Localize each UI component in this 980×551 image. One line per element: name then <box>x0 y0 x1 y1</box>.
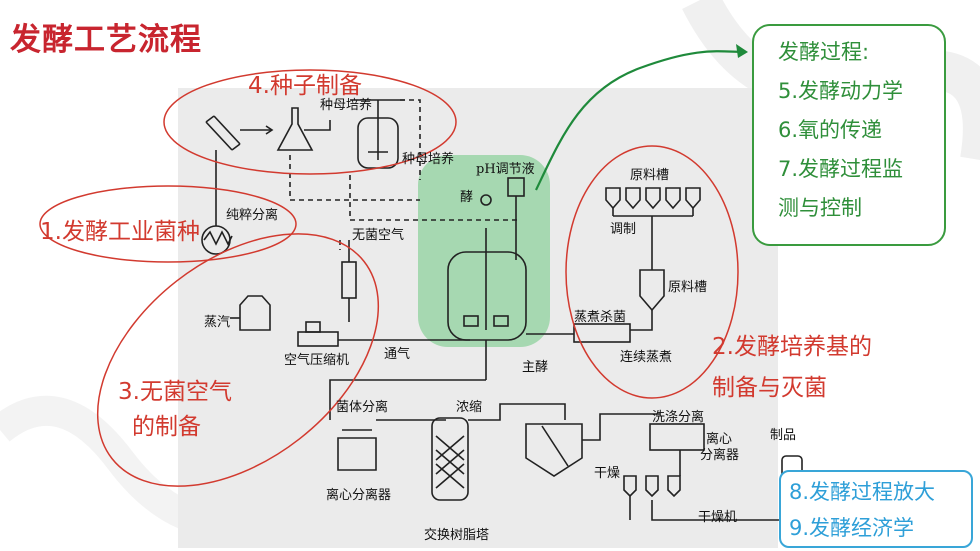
label-centrifuge2-line1: 离心 <box>706 432 733 447</box>
air-compressor-top <box>305 321 321 333</box>
section-2-ellipse <box>565 145 739 399</box>
process-item: 5.发酵动力学 <box>778 79 904 103</box>
section-1-ellipse <box>39 185 297 263</box>
label-pure-isolation: 纯粹分离 <box>226 208 279 223</box>
label-raw-tank-top: 原料槽 <box>630 168 670 183</box>
process-item: 6.氧的传递 <box>778 118 883 142</box>
section-3-label-line2: 的制备 <box>132 414 201 440</box>
label-steam-sterilize: 蒸煮杀菌 <box>574 310 627 325</box>
process-item: 测与控制 <box>778 196 862 220</box>
pipe <box>329 379 486 420</box>
label-dryer: 干燥机 <box>698 510 738 525</box>
fermenter-highlight <box>418 155 550 347</box>
raw-tank <box>605 187 621 210</box>
resin-fill <box>435 435 465 489</box>
impeller <box>463 315 479 327</box>
label-concentrate: 浓缩 <box>456 400 483 415</box>
label-centrifuge2-line2: 分离器 <box>700 448 740 463</box>
air-line <box>349 175 520 221</box>
label-sterile-air: 无菌空气 <box>352 228 405 243</box>
label-product: 制品 <box>770 428 797 443</box>
label-continuous-cook: 连续蒸煮 <box>620 350 673 365</box>
air-line <box>400 99 421 180</box>
section-2-label-line1: 2.发酵培养基的 <box>712 334 872 360</box>
culture-tube <box>205 115 241 151</box>
arrow <box>265 125 274 135</box>
process-arrow <box>535 50 747 191</box>
main-fermenter <box>447 251 527 341</box>
pipe <box>630 310 653 331</box>
crystallizer <box>525 423 583 477</box>
scale-item: 8.发酵过程放大 <box>789 480 936 504</box>
label-steam: 蒸汽 <box>204 315 231 330</box>
dryer <box>667 475 681 498</box>
scale-item: 9.发酵经济学 <box>789 516 915 540</box>
label-ion-exchange: 交换树脂塔 <box>424 528 490 543</box>
section-3-label-line1: 3.无菌空气 <box>118 379 232 405</box>
label-raw-tank: 原料槽 <box>668 280 708 295</box>
raw-tank <box>665 187 681 210</box>
label-enzyme: 酵 <box>460 190 474 205</box>
section-3-ellipse <box>96 233 380 487</box>
fermentation-process-box: 发酵过程: 5.发酵动力学 6.氧的传递 7.发酵过程监 测与控制 <box>752 24 946 246</box>
label-seed-culture: 种母培养 <box>402 152 455 167</box>
raw-tank <box>685 187 701 210</box>
raw-material-tank <box>639 269 665 312</box>
process-arrow-head <box>736 44 748 58</box>
steam-boiler <box>239 295 271 331</box>
label-drying: 干燥 <box>594 466 621 481</box>
air-line <box>289 155 420 201</box>
scale-economics-box: 8.发酵过程放大 9.发酵经济学 <box>779 470 973 548</box>
label-mixing: 调制 <box>610 222 637 237</box>
stirrer <box>541 425 569 467</box>
heater-coil <box>203 230 233 246</box>
label-centrifuge: 离心分离器 <box>326 488 392 503</box>
label-air-compressor: 空气压缩机 <box>284 353 350 368</box>
pipe <box>468 403 566 421</box>
ion-exchange-tower <box>431 417 469 501</box>
section-4-ellipse <box>163 69 457 175</box>
label-main-fermentation: 主酵 <box>522 360 549 375</box>
pipe <box>651 500 780 521</box>
centrifuge <box>337 437 377 471</box>
label-aeration: 通气 <box>384 347 411 362</box>
sterilizer <box>573 323 631 343</box>
pipe <box>304 120 331 131</box>
page-title: 发酵工艺流程 <box>10 22 202 58</box>
dryer <box>645 475 659 498</box>
raw-tank <box>625 187 641 210</box>
label-wash-separate: 洗涤分离 <box>652 410 705 425</box>
seed-flask <box>276 107 314 151</box>
raw-tank <box>645 187 661 210</box>
label-ph-liquid: pH调节液 <box>476 162 535 177</box>
section-2-label-line2: 制备与灭菌 <box>712 375 827 401</box>
label-seed-culture-top: 种母培养 <box>320 98 373 113</box>
section-1-label: 1.发酵工业菌种 <box>40 219 200 245</box>
dryer <box>623 475 637 498</box>
gauge <box>480 194 492 206</box>
wash-centrifuge <box>649 423 705 451</box>
section-4-label: 4.种子制备 <box>248 73 362 99</box>
process-item: 7.发酵过程监 <box>778 157 904 181</box>
label-cell-separation: 菌体分离 <box>336 400 389 415</box>
impeller <box>493 315 509 327</box>
process-heading: 发酵过程: <box>778 40 870 64</box>
pipe <box>582 413 660 441</box>
